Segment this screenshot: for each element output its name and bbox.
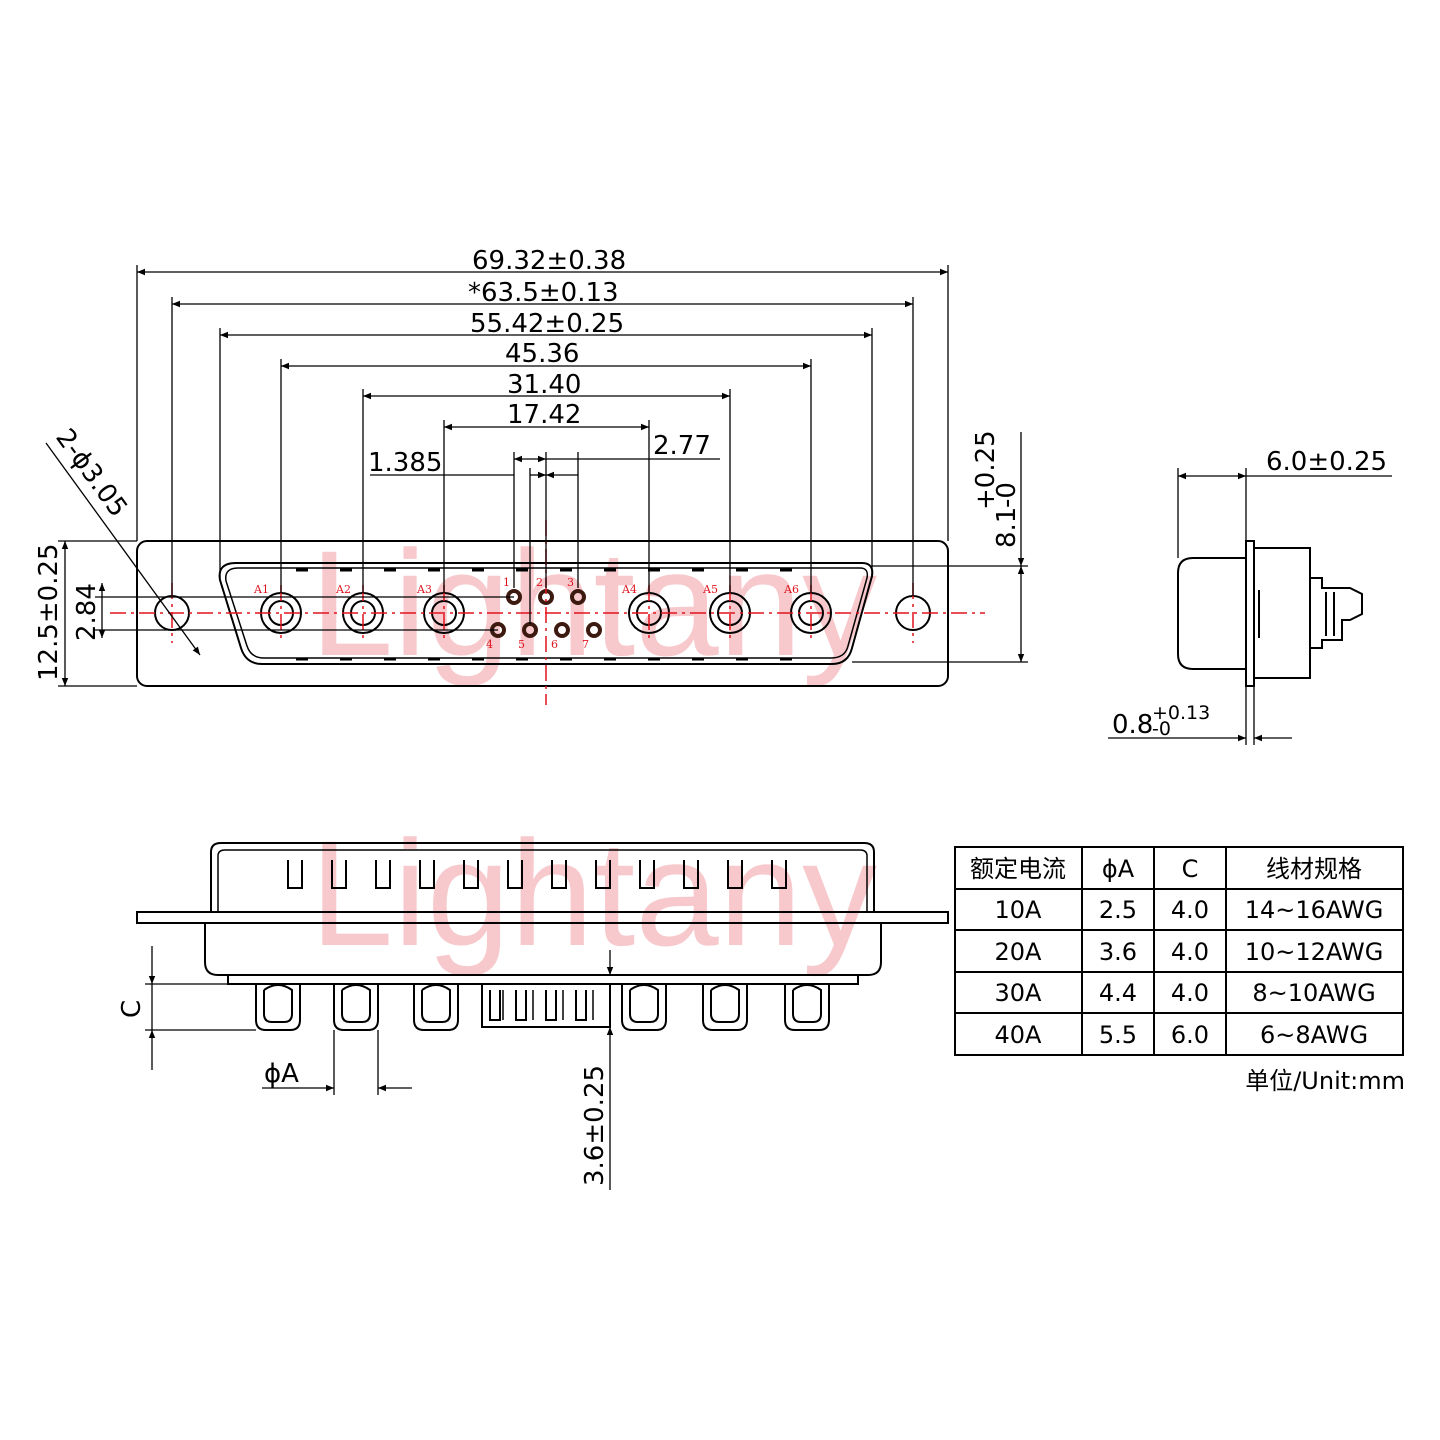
- dim-mount-hole-spacing: *63.5±0.13: [468, 278, 619, 308]
- side-dimension-lines: [1108, 468, 1392, 745]
- pin-label-1: 1: [503, 576, 510, 589]
- side-flange: [1245, 540, 1255, 687]
- dim-middle-coax-spacing: 31.40: [507, 370, 581, 400]
- dim-shell-height-tol-lower: -0: [992, 482, 1022, 508]
- side-shell: [1177, 557, 1246, 670]
- table-cell: 4.4: [1099, 979, 1137, 1007]
- table-cell: 6~8AWG: [1260, 1021, 1368, 1049]
- table-header-wire: 线材规格: [1266, 855, 1362, 883]
- profile-slots: [287, 860, 787, 889]
- pin-label-4: 4: [486, 638, 493, 651]
- table-header-c: C: [1182, 855, 1199, 883]
- profile-shell: [210, 842, 875, 912]
- dim-cup-c: C: [117, 1000, 147, 1018]
- table-cell: 10A: [995, 896, 1043, 924]
- table-cell: 4.0: [1171, 938, 1209, 966]
- left-dimension-lines: [45, 442, 514, 687]
- profile-flange: [136, 911, 949, 924]
- shell-outline-inner: [225, 567, 869, 659]
- table-cell: 30A: [995, 979, 1043, 1007]
- profile-view: [136, 842, 949, 1031]
- table-cell: 4.0: [1171, 896, 1209, 924]
- table-cell: 14~16AWG: [1245, 896, 1384, 924]
- table-cell: 10~12AWG: [1245, 938, 1384, 966]
- dim-row-offset: 2.84: [72, 583, 102, 641]
- dim-signal-pin-pitch: 2.77: [653, 431, 711, 461]
- pin-label-a3: A3: [416, 583, 432, 596]
- pin-label-a2: A2: [335, 583, 351, 596]
- table-cell: 20A: [995, 938, 1043, 966]
- unit-note: 单位/Unit:mm: [1245, 1067, 1405, 1095]
- pin-label-6: 6: [551, 638, 558, 651]
- table-cell: 6.0: [1171, 1021, 1209, 1049]
- dim-cup-a: ϕA: [264, 1059, 299, 1089]
- dim-shell-width: 55.42±0.25: [470, 309, 624, 339]
- pin-label-3: 3: [567, 576, 574, 589]
- dim-inner-coax-spacing: 17.42: [507, 400, 581, 430]
- table-header-current: 额定电流: [970, 855, 1066, 883]
- right-dimension-lines: [852, 432, 1028, 663]
- coax-pin-labels: A1 A2 A3 A4 A5 A6: [253, 583, 799, 596]
- dim-flange-thickness-tol-lower: -0: [1152, 718, 1171, 740]
- top-dimension-lines: [136, 265, 949, 624]
- dim-flange-thickness-tol-upper: +0.13: [1152, 702, 1210, 724]
- table-cell: 3.6: [1099, 938, 1137, 966]
- dim-shell-height-tol-upper: +0.25: [971, 430, 1001, 510]
- flange-outline: [136, 540, 949, 687]
- watermark-top: Lightany: [310, 519, 877, 687]
- dim-tail-length: 3.6±0.25: [580, 1065, 610, 1186]
- side-tail: [1310, 577, 1363, 649]
- table-cell: 40A: [995, 1021, 1043, 1049]
- table-header-diameter: ϕA: [1102, 855, 1135, 883]
- side-view: [1177, 540, 1363, 687]
- watermark-bottom: Lightany: [310, 809, 877, 977]
- solder-cups: [255, 984, 830, 1031]
- table-cell: 2.5: [1099, 896, 1137, 924]
- dim-signal-pin-offset: 1.385: [368, 448, 442, 478]
- dim-shell-height: 8.1: [992, 507, 1022, 548]
- table-cell: 5.5: [1099, 1021, 1137, 1049]
- bottom-dimension-lines: [145, 946, 614, 1190]
- spec-table: 额定电流 ϕA C 线材规格 10A 2.5 4.0 14~16AWG 20A …: [954, 846, 1404, 1056]
- pin-label-2: 2: [536, 576, 543, 589]
- centerlines: [110, 520, 985, 705]
- dim-side-depth: 6.0±0.25: [1266, 447, 1387, 477]
- dim-flange-thickness: 0.8: [1112, 710, 1153, 740]
- pin-label-a4: A4: [621, 583, 637, 596]
- signal-tails: [481, 984, 611, 1028]
- pin-label-a1: A1: [253, 583, 269, 596]
- dim-overall-width: 69.32±0.38: [472, 246, 626, 276]
- pin-label-a6: A6: [783, 583, 799, 596]
- pin-label-a5: A5: [702, 583, 718, 596]
- table-cell: 8~10AWG: [1252, 979, 1375, 1007]
- side-body: [1254, 547, 1311, 679]
- dim-outer-coax-spacing: 45.36: [505, 339, 579, 369]
- pin-label-5: 5: [518, 638, 525, 651]
- pin-label-7: 7: [582, 638, 589, 651]
- signal-pin-labels: 1 2 3 4 5 6 7: [486, 576, 589, 651]
- table-cell: 4.0: [1171, 979, 1209, 1007]
- dim-mount-holes: 2-ϕ3.05: [49, 423, 133, 522]
- dim-flange-height: 12.5±0.25: [34, 543, 64, 681]
- shell-ticks: [296, 568, 792, 661]
